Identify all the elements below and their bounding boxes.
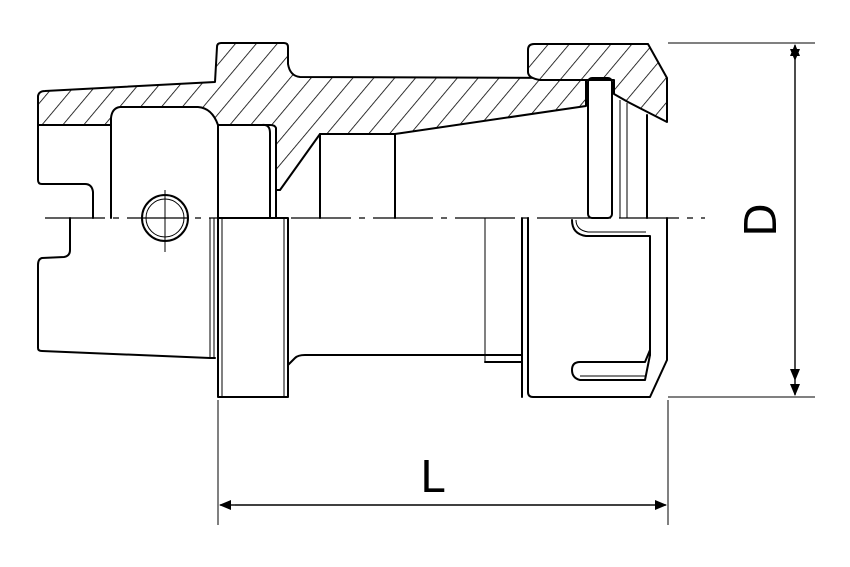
dimension-label-length: L: [420, 452, 445, 503]
flange-lower: [217, 217, 289, 398]
nut-lower: [527, 217, 668, 398]
collet-ring: [587, 77, 613, 219]
flange-upper: [217, 123, 277, 219]
collet-slot-lower: [571, 349, 651, 381]
body-lower: [287, 354, 523, 366]
collet-slot-upper: [571, 219, 651, 356]
nut-section-hatched: [527, 43, 668, 123]
body-section-hatched: [37, 42, 587, 191]
dimension-label-diameter: D: [735, 203, 787, 237]
taper-shank: [37, 124, 94, 219]
